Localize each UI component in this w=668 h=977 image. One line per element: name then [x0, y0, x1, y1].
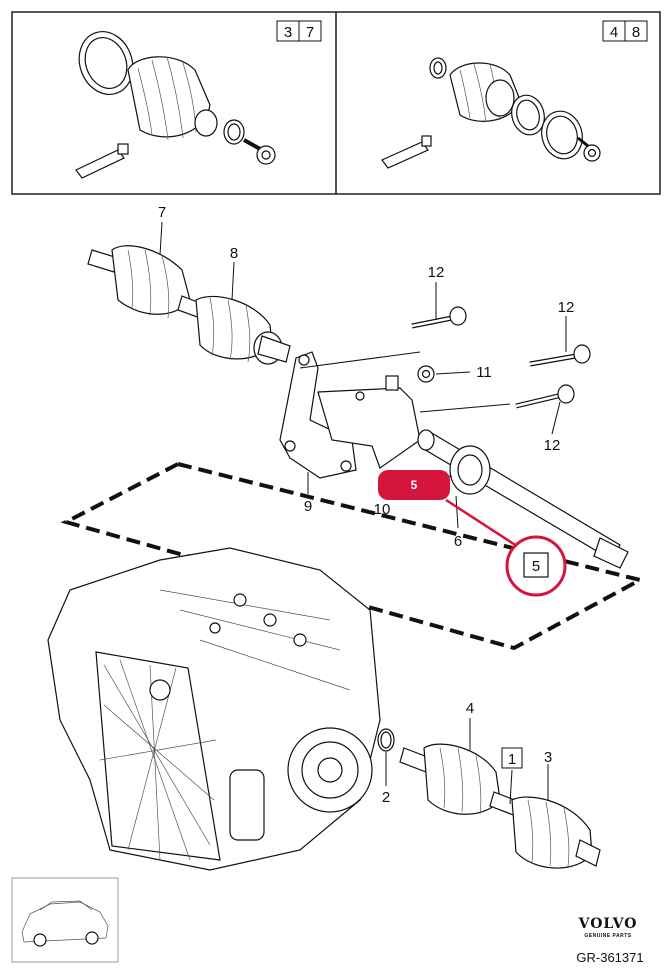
callout-12-middle: 12 — [558, 299, 575, 316]
inset-left: 3 7 — [75, 20, 322, 179]
callout-6: 6 — [454, 533, 462, 550]
clamp-ring-large-outer — [541, 110, 583, 160]
cv-boot-inner — [127, 56, 218, 141]
callout-7: 7 — [158, 204, 166, 221]
bolt-12-middle — [529, 344, 591, 367]
inset-left-ref-a: 3 — [284, 24, 292, 41]
callout-12-lower: 12 — [544, 437, 561, 454]
callout-11: 11 — [476, 364, 492, 381]
brand-block: VOLVO GENUINE PARTS GR-361371 — [576, 916, 643, 965]
brand-name: VOLVO — [578, 916, 638, 932]
inset-right-ref-a: 4 — [610, 24, 618, 41]
callout-4: 4 — [466, 700, 474, 717]
brand-tagline: GENUINE PARTS — [584, 933, 631, 939]
clamp-ring-medium — [511, 94, 545, 136]
support-bracket — [279, 351, 421, 479]
driveshaft-right-lower — [399, 743, 601, 869]
callout-9: 9 — [304, 498, 312, 515]
grease-sachet — [75, 143, 129, 179]
bolt-12-top — [411, 306, 467, 329]
assembly-outline — [60, 461, 646, 651]
inset-panels: 3 7 — [11, 11, 661, 195]
inset-left-ref-b: 7 — [306, 24, 314, 41]
nut-11 — [417, 365, 435, 383]
support-bearing — [449, 445, 491, 495]
bolt-outer — [577, 136, 601, 162]
callout-10: 10 — [374, 501, 391, 518]
clamp-ring-small-outer — [429, 57, 447, 79]
callout-3: 3 — [544, 749, 552, 766]
driveshaft-left-upper — [87, 245, 291, 365]
inset-right: 4 8 — [381, 20, 648, 169]
highlight-badge: 5 — [411, 478, 418, 492]
callout-1: 1 — [508, 751, 516, 768]
clamp-ring-small — [223, 119, 245, 145]
callout-12-top: 12 — [428, 264, 445, 281]
grease-sachet-outer — [381, 135, 432, 169]
vehicle-thumbnail — [11, 877, 119, 963]
inset-right-ref-b: 8 — [632, 24, 640, 41]
o-ring — [377, 728, 395, 752]
bolt — [243, 138, 276, 165]
bolt-12-lower — [515, 384, 575, 409]
highlight-callout: 5 5 — [378, 470, 567, 597]
callout-8: 8 — [230, 245, 238, 262]
cv-boot-outer — [449, 62, 521, 123]
callouts: 7 8 12 11 12 12 9 10 6 4 1 3 2 — [158, 204, 575, 806]
diagram-reference: GR-361371 — [576, 950, 643, 965]
clamp-ring-large — [78, 31, 134, 95]
callout-2: 2 — [382, 789, 390, 806]
transmission-housing — [47, 547, 381, 871]
highlight-box-label: 5 — [532, 558, 540, 575]
